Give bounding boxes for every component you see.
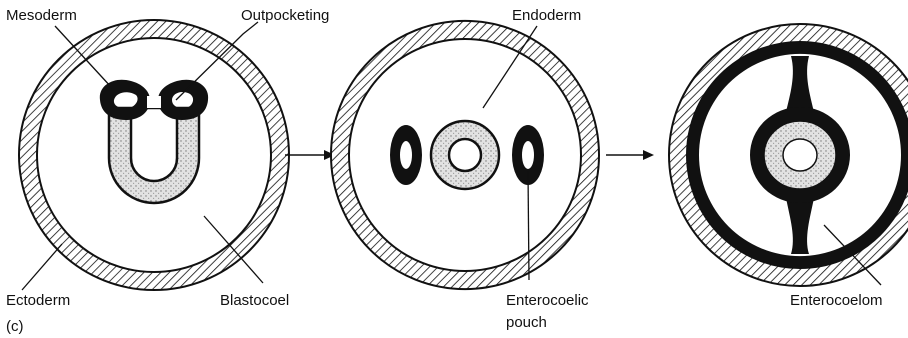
gut-ring-2 xyxy=(431,121,499,189)
label-endoderm: Endoderm xyxy=(512,7,581,24)
label-pouch: pouch xyxy=(506,314,547,331)
pouch-left xyxy=(390,125,422,185)
ectoderm-ring-3 xyxy=(669,24,908,286)
arrow-2 xyxy=(606,150,654,160)
label-mesoderm: Mesoderm xyxy=(6,7,77,24)
stage-3-embryo xyxy=(669,24,908,286)
gut-ring-3 xyxy=(764,121,836,189)
label-enterocoelom: Enterocoelom xyxy=(790,292,883,309)
stage-1-embryo xyxy=(19,20,289,290)
arrow-1 xyxy=(285,150,335,160)
ectoderm-ring-2 xyxy=(331,21,599,289)
ventral-mesentery xyxy=(786,198,814,254)
label-blastocoel: Blastocoel xyxy=(220,292,289,309)
label-outpocketing: Outpocketing xyxy=(241,7,329,24)
ectoderm-ring-1 xyxy=(19,20,289,290)
leader-ectoderm xyxy=(22,244,62,290)
mesoderm-left-pocket xyxy=(100,80,150,120)
archenteron xyxy=(109,108,199,203)
label-ectoderm: Ectoderm xyxy=(6,292,70,309)
label-enterocoelic: Enterocoelic xyxy=(506,292,589,309)
panel-label: (c) xyxy=(6,318,24,335)
stage-2-embryo xyxy=(331,21,599,289)
dorsal-mesentery xyxy=(786,56,814,112)
mesoderm-right-pocket xyxy=(158,80,208,120)
